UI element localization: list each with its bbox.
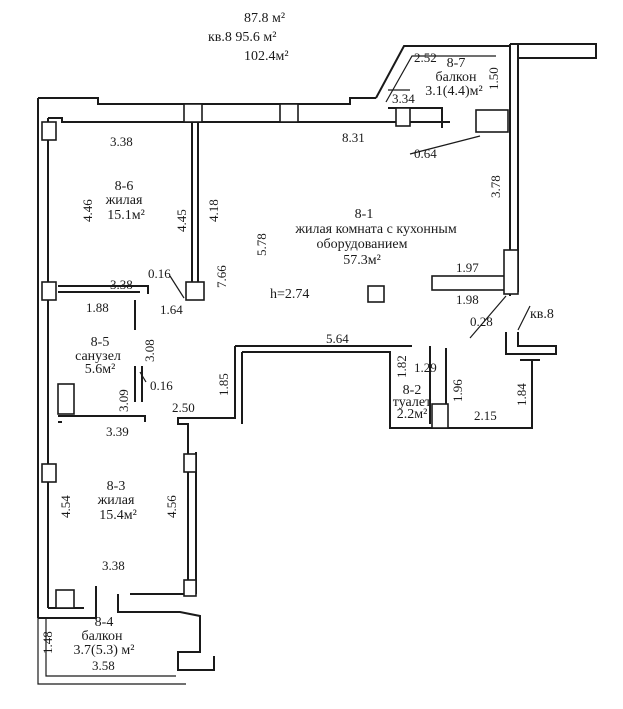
room-area: 57.3м² bbox=[343, 253, 381, 268]
room-area: 15.4м² bbox=[99, 508, 137, 523]
dim-label: 3.08 bbox=[142, 339, 157, 362]
room-number: 8-7 bbox=[447, 56, 466, 71]
dim-label: 1.50 bbox=[486, 67, 501, 90]
room-8-4-label: 8-4 балкон 3.7(5.3) м² bbox=[74, 615, 135, 658]
dim-label: 1.29 bbox=[414, 360, 437, 375]
dim-label: 3.38 bbox=[110, 134, 133, 149]
dim-label: 3.39 bbox=[106, 424, 129, 439]
dim-label: 0.16 bbox=[148, 266, 171, 281]
dim-label: 3.38 bbox=[102, 558, 125, 573]
room-8-6-label: 8-6 жилая 15.1м² bbox=[105, 179, 145, 223]
room-8-5-label: 8-5 санузел 5.6м² bbox=[75, 335, 121, 377]
dim-label: 2.50 bbox=[172, 400, 195, 415]
room-number: 8-6 bbox=[115, 179, 134, 194]
room-number: 8-4 bbox=[95, 615, 114, 630]
room-name: санузел bbox=[75, 349, 121, 364]
dim-label: 1.96 bbox=[450, 379, 465, 402]
dim-label: 1.98 bbox=[456, 292, 479, 307]
dim-label: 7.66 bbox=[214, 265, 229, 288]
room-area: 2.2м² bbox=[397, 407, 428, 422]
leader-lines bbox=[139, 89, 531, 383]
room-area: 15.1м² bbox=[107, 208, 145, 223]
room-name: жилая bbox=[105, 193, 143, 208]
area-apartment: кв.8 95.6 м² bbox=[208, 30, 276, 45]
room-number: 8-3 bbox=[107, 479, 126, 494]
room-name: жилая bbox=[97, 493, 135, 508]
dim-label: 2.15 bbox=[474, 408, 497, 423]
dim-label: 3.09 bbox=[116, 389, 131, 412]
dimensions: 2.52 3.34 8.31 0.64 3.38 1.97 1.98 0.28 … bbox=[40, 50, 529, 673]
room-area: 3.1(4.4)м² bbox=[425, 84, 482, 99]
dim-label: 5.78 bbox=[254, 233, 269, 256]
room-name-cont: оборудованием bbox=[317, 237, 408, 252]
room-8-1-label: 8-1 жилая комната с кухонным оборудовани… bbox=[294, 207, 457, 268]
room-name: жилая комната с кухонным bbox=[294, 222, 457, 237]
dim-label: 1.48 bbox=[40, 631, 55, 654]
dim-label: 1.88 bbox=[86, 300, 109, 315]
area-total: 87.8 м² bbox=[244, 11, 285, 26]
dim-label: 4.54 bbox=[58, 495, 73, 518]
dim-label: 3.58 bbox=[92, 658, 115, 673]
columns bbox=[41, 103, 519, 609]
room-8-7-label: 8-7 балкон 3.1(4.4)м² bbox=[425, 56, 482, 99]
dim-label: 1.64 bbox=[160, 302, 183, 317]
dim-label: 4.45 bbox=[174, 209, 189, 232]
apartment-mark: кв.8 bbox=[530, 307, 554, 322]
dim-label: 4.46 bbox=[80, 199, 95, 222]
room-area: 3.7(5.3) м² bbox=[74, 643, 135, 658]
dim-label: 1.82 bbox=[394, 355, 409, 378]
room-8-2-label: 8-2 туалет 2.2м² bbox=[393, 383, 431, 422]
dim-label: 3.38 bbox=[110, 277, 133, 292]
area-with-balconies: 102.4м² bbox=[244, 49, 289, 64]
dim-label: 0.64 bbox=[414, 146, 437, 161]
room-number: 8-1 bbox=[355, 207, 374, 222]
room-name: балкон bbox=[435, 70, 477, 85]
room-8-3-label: 8-3 жилая 15.4м² bbox=[97, 479, 137, 523]
dim-label: 8.31 bbox=[342, 130, 365, 145]
ceiling-height: h=2.74 bbox=[270, 287, 309, 302]
dim-label: 3.78 bbox=[488, 175, 503, 198]
dim-label: 0.16 bbox=[150, 378, 173, 393]
dim-label: 4.18 bbox=[206, 199, 221, 222]
dim-label: 1.84 bbox=[514, 383, 529, 406]
dim-label: 5.64 bbox=[326, 331, 349, 346]
dim-label: 2.52 bbox=[414, 50, 437, 65]
room-name: туалет bbox=[393, 395, 431, 410]
room-name: балкон bbox=[81, 629, 123, 644]
dim-label: 4.56 bbox=[164, 495, 179, 518]
room-number: 8-2 bbox=[403, 383, 422, 398]
dim-label: 0.28 bbox=[470, 314, 493, 329]
room-area: 5.6м² bbox=[85, 362, 116, 377]
dim-label: 3.34 bbox=[392, 91, 415, 106]
dim-label: 1.85 bbox=[216, 373, 231, 396]
room-number: 8-5 bbox=[91, 335, 110, 350]
dim-label: 1.97 bbox=[456, 260, 479, 275]
area-summary: 87.8 м² кв.8 95.6 м² 102.4м² bbox=[208, 11, 289, 64]
